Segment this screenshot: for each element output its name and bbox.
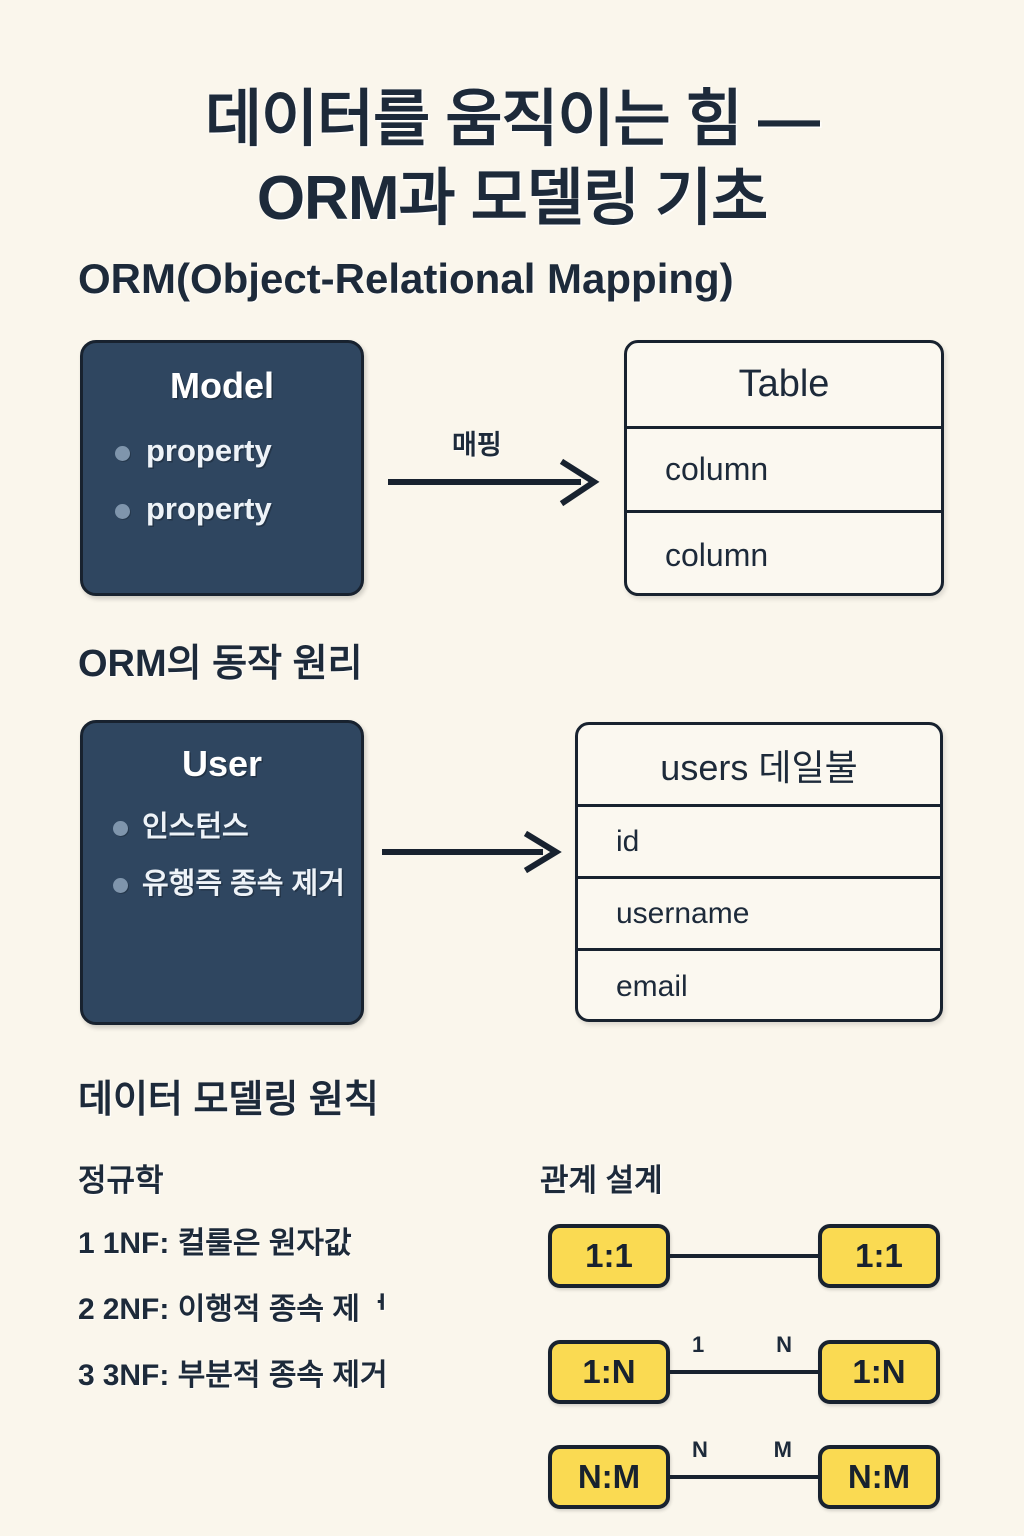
mapping-arrow (387, 455, 600, 509)
section-heading-orm: ORM(Object-Relational Mapping) (78, 255, 734, 302)
subheading-relations: 관계 설계 (540, 1163, 663, 1198)
normalization-item-label: 1NF: 컬룰은 원자값 (102, 1227, 352, 1260)
table-card-users: users 데일불 id username email (575, 722, 943, 1022)
relation-row-one-to-many: 1:N 1 N 1:N (548, 1332, 940, 1406)
arrow-right-icon (381, 830, 562, 874)
mapping-arrow-label: 매핑 (452, 430, 502, 460)
table-row: id (578, 807, 940, 879)
list-item: property (115, 433, 361, 469)
relation-cardinality-left: 1 (692, 1332, 705, 1357)
relation-box-left: 1:1 (548, 1224, 670, 1288)
normalization-item-number: 1 (78, 1227, 95, 1260)
relation-connector (670, 1224, 818, 1288)
relation-connector: 1 N (670, 1332, 818, 1404)
model-card-model: Model property property (80, 340, 364, 596)
bullet-dot-icon (115, 504, 130, 519)
relation-line (670, 1475, 818, 1479)
list-item: property (115, 491, 361, 527)
relation-cardinality-right: N (776, 1332, 792, 1357)
table-row: column (627, 429, 941, 513)
relation-box-right: N:M (818, 1445, 940, 1509)
page-title-line-1: 데이터를 움직이는 힘 — (204, 84, 820, 154)
arrow-right-icon (387, 458, 600, 507)
section-heading-how-it-works: ORM의 동작 원리 (78, 643, 363, 685)
relation-row-one-to-one: 1:1 1:1 (548, 1222, 940, 1290)
relation-connector: N M (670, 1437, 818, 1509)
page-title-line-2: ORM과 모델링 기초 (256, 163, 768, 233)
model-property-label: property (146, 433, 272, 468)
bullet-dot-icon (113, 878, 128, 894)
relation-cardinality-right: M (773, 1437, 792, 1462)
relation-box-right: 1:1 (818, 1224, 940, 1288)
model-property-label: property (146, 491, 272, 526)
table-row: column (665, 536, 769, 573)
relation-line (670, 1370, 818, 1374)
bullet-dot-icon (115, 446, 130, 461)
model-card-user: User 인스턴스 유행즉 종속 제거 (80, 720, 364, 1025)
model-card-title: Model (170, 365, 274, 406)
model-card-title: User (181, 743, 263, 784)
normalization-item-number: 3 (78, 1359, 95, 1392)
table-card-header: Table (627, 343, 941, 429)
normalization-item-label: 2NF: 이행적 종속 제ᅥ (102, 1293, 388, 1326)
table-card-header: users 데일불 (578, 725, 940, 807)
list-item: 인스턴스 (113, 809, 361, 846)
user-property-list: 인스턴스 유행즉 종속 제거 (83, 809, 361, 903)
list-item: 유행즉 종속 제거 (113, 866, 361, 903)
normalization-item-label: 3NF: 부분적 종속 제거 (102, 1359, 388, 1392)
table-row: email (616, 970, 688, 1003)
bullet-dot-icon (113, 821, 128, 836)
relation-cardinality-left: N (692, 1437, 708, 1462)
table-card-table: Table column column (624, 340, 944, 596)
relation-box-right: 1:N (818, 1340, 940, 1404)
table-row: username (578, 879, 940, 951)
relation-line (670, 1254, 818, 1258)
relation-box-left: 1:N (548, 1340, 670, 1404)
page-title: 데이터를 움직이는 힘 — ORM과 모델링 기초 (0, 80, 1024, 239)
section-heading-modeling: 데이터 모델링 원칙 (78, 1079, 379, 1121)
relation-row-many-to-many: N:M N M N:M (548, 1437, 940, 1511)
relation-box-left: N:M (548, 1445, 670, 1509)
user-property-label: 인스턴스 (142, 811, 249, 843)
user-mapping-arrow (381, 830, 562, 874)
subheading-normalization: 정규학 (78, 1163, 164, 1198)
model-property-list: property property (83, 433, 361, 527)
normalization-item-number: 2 (78, 1293, 95, 1326)
user-property-label: 유행즉 종속 제거 (142, 868, 345, 901)
